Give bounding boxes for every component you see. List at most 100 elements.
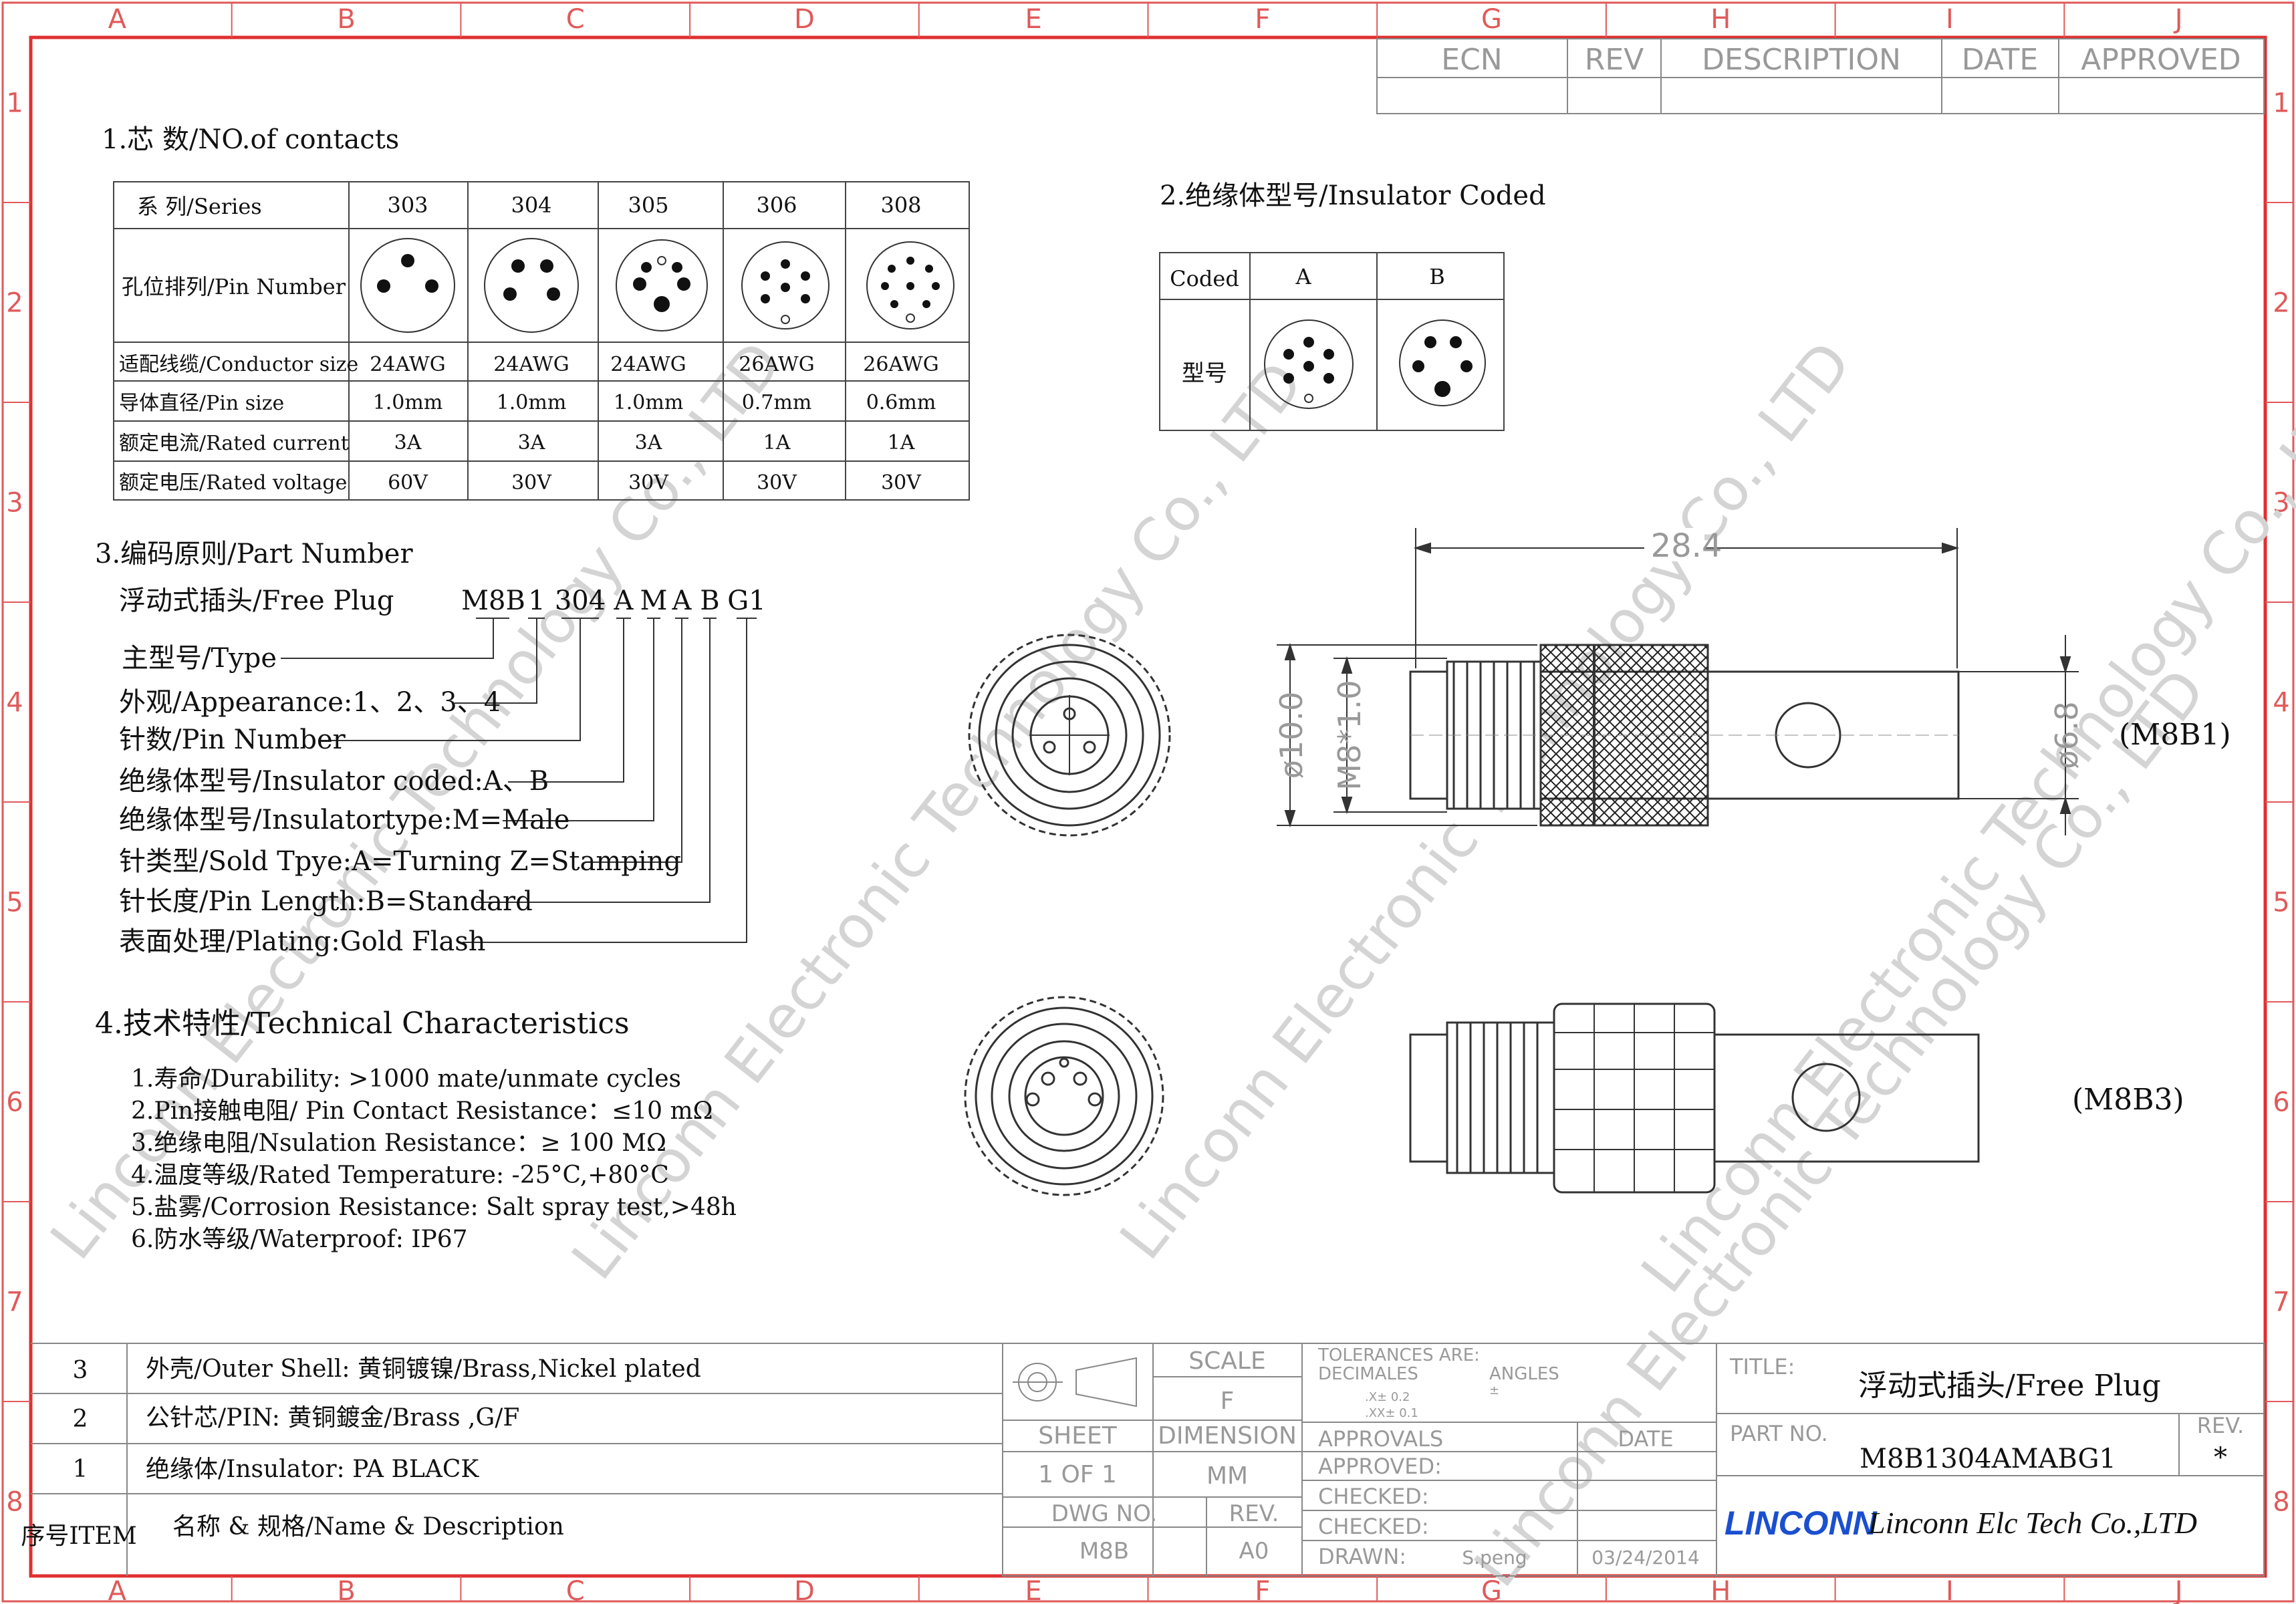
cell-308-row4: 30V: [881, 471, 922, 495]
grid-col-J-bottom: J: [2173, 1576, 2183, 1604]
grid-col-A-top: A: [108, 4, 127, 35]
approved-label: APPROVED:: [1318, 1454, 1442, 1479]
legend-sold-type: 针类型/Sold Tpye:A=Turning Z=Stamping: [119, 846, 681, 877]
dwg-no-label: DWG NO.: [1051, 1500, 1158, 1527]
cell-303-row2: 1.0mm: [373, 391, 443, 414]
section3-title: 3.编码原则/Part Number: [95, 539, 413, 569]
cell-305-row4: 30V: [628, 471, 669, 495]
bom-desc-2: 公针芯/PIN: 黄铜鍍金/Brass ,G/F: [146, 1404, 519, 1432]
insulator-a-layout: [1264, 319, 1354, 409]
grid-col-G-top: G: [1481, 4, 1502, 35]
cell-305-row1: 24AWG: [610, 353, 686, 376]
grid-col-D-top: D: [794, 4, 815, 35]
rev-header-description: DESCRIPTION: [1702, 43, 1901, 77]
company-name: Linconn Elc Tech Co.,LTD: [1868, 1506, 2197, 1540]
title-label: TITLE:: [1729, 1354, 1795, 1379]
rev-header-approved: APPROVED: [2081, 43, 2241, 77]
pin-layout-305: [616, 239, 708, 331]
approvals-date-label: DATE: [1618, 1426, 1673, 1452]
checked-label-2: CHECKED:: [1318, 1514, 1429, 1539]
row-label-conductor: 适配线缆/Conductor size: [119, 353, 358, 376]
rev-header-date: DATE: [1962, 43, 2038, 77]
section4-title: 4.技术特性/Technical Characteristics: [95, 1007, 630, 1041]
dim-length: 28.4: [1651, 527, 1723, 565]
legend-plating: 表面处理/Plating:Gold Flash: [119, 926, 486, 957]
bom-item-1: 1: [73, 1456, 88, 1483]
legend-insulator-type: 绝缘体型号/Insulatortype:M=Male: [119, 805, 569, 835]
rev-header-rev: REV: [1585, 43, 1644, 77]
part-no-value: M8B1304AMABG1: [1860, 1444, 2116, 1474]
grid-row-5-left: 5: [6, 888, 23, 918]
grid-col-C-bottom: C: [566, 1576, 585, 1604]
title-block: [1002, 1343, 2265, 1577]
label-m8b1: (M8B1): [2119, 718, 2231, 752]
grid-row-8-right: 8: [2273, 1487, 2289, 1518]
tech-item-5: 5.盐雾/Corrosion Resistance: Salt spray te…: [131, 1194, 737, 1221]
cell-303-row3: 3A: [394, 431, 422, 454]
grid-col-G-bottom: G: [1481, 1576, 1502, 1604]
title-block-text: SCALE F SHEET DIMENSION 1 OF 1 MM DWG NO…: [1038, 1345, 2244, 1569]
angles-label: ANGLES: [1489, 1364, 1559, 1384]
bom-table: 3 外壳/Outer Shell: 黄铜镀镍/Brass,Nickel plat…: [21, 1343, 1003, 1576]
legend-appearance: 外观/Appearance:1、2、3、4: [119, 687, 501, 718]
grid-row-7-left: 7: [6, 1287, 23, 1318]
cell-308-row3: 1A: [888, 431, 915, 454]
series-label: 系 列/Series: [137, 194, 262, 219]
contacts-table: 系 列/Series 303 304 305 306 308 孔位排列/Pin …: [113, 181, 970, 501]
cell-305-row2: 1.0mm: [614, 391, 684, 414]
series-303: 303: [387, 192, 428, 218]
grid-col-E-bottom: E: [1025, 1576, 1042, 1604]
grid-col-I-bottom: I: [1946, 1576, 1954, 1604]
insulator-row-label: 型号: [1182, 360, 1227, 387]
rev2-label: REV.: [2197, 1413, 2244, 1438]
front-view-m8b3: [964, 996, 1164, 1196]
bom-item-3: 3: [73, 1357, 88, 1384]
code-part-length: B: [700, 585, 719, 616]
section1-title: 1.芯 数/NO.of contacts: [102, 124, 399, 155]
grid-col-C-top: C: [566, 4, 585, 35]
rev2-value: *: [2214, 1442, 2227, 1473]
series-305: 305: [628, 192, 668, 218]
cell-306-row2: 0.7mm: [742, 391, 812, 414]
grid-row-2-right: 2: [2273, 288, 2289, 319]
cell-305-row3: 3A: [635, 431, 662, 454]
grid-col-F-bottom: F: [1255, 1576, 1270, 1604]
tech-item-2: 2.Pin接触电阻/ Pin Contact Resistance：≤10 mΩ: [131, 1097, 713, 1125]
legend-pin-length: 针长度/Pin Length:B=Standard: [119, 886, 533, 917]
grid-row-6-left: 6: [6, 1087, 23, 1118]
technical-characteristics: 1.寿命/Durability: >1000 mate/unmate cycle…: [131, 1065, 737, 1253]
grid-row-1-left: 1: [6, 88, 23, 119]
tech-item-4: 4.温度等级/Rated Temperature: -25°C,+80°C: [131, 1162, 669, 1189]
title-value: 浮动式插头/Free Plug: [1858, 1369, 2161, 1403]
grid-row-4-left: 4: [6, 688, 23, 718]
row-label-rated-current: 额定电流/Rated current: [119, 432, 349, 455]
side-view-m8b1: [1409, 644, 1960, 827]
code-part-plating: G1: [727, 585, 765, 616]
grid-row-6-right: 6: [2273, 1087, 2289, 1118]
grid-col-B-bottom: B: [337, 1576, 355, 1604]
grid-col-I-top: I: [1946, 4, 1954, 35]
rev-header-ecn: ECN: [1441, 43, 1502, 77]
dimensions: [1277, 528, 2079, 835]
code-part-sold: A: [672, 585, 692, 616]
code-b: B: [1429, 264, 1445, 289]
grid-row-1-right: 1: [2273, 88, 2289, 119]
dwg-no-value: M8B: [1079, 1538, 1129, 1565]
grid-col-D-bottom: D: [794, 1576, 815, 1604]
cell-303-row4: 60V: [388, 471, 428, 495]
scale-label: SCALE: [1188, 1347, 1265, 1375]
pin-layout-304: [484, 238, 579, 333]
bom-desc-1: 绝缘体/Insulator: PA BLACK: [146, 1456, 479, 1483]
linconn-logo: LINCONN: [1725, 1504, 1878, 1542]
bom-item-2: 2: [73, 1406, 88, 1433]
grid-row-5-right: 5: [2273, 888, 2289, 918]
grid-col-F-top: F: [1255, 4, 1270, 35]
code-part-type-m: M: [640, 585, 668, 616]
grid-row-3-right: 3: [2273, 488, 2289, 519]
grid-col-A-bottom: A: [108, 1576, 127, 1604]
series-308: 308: [880, 192, 921, 218]
grid-row-8-left: 8: [6, 1487, 23, 1518]
insulator-b-layout: [1399, 319, 1486, 406]
